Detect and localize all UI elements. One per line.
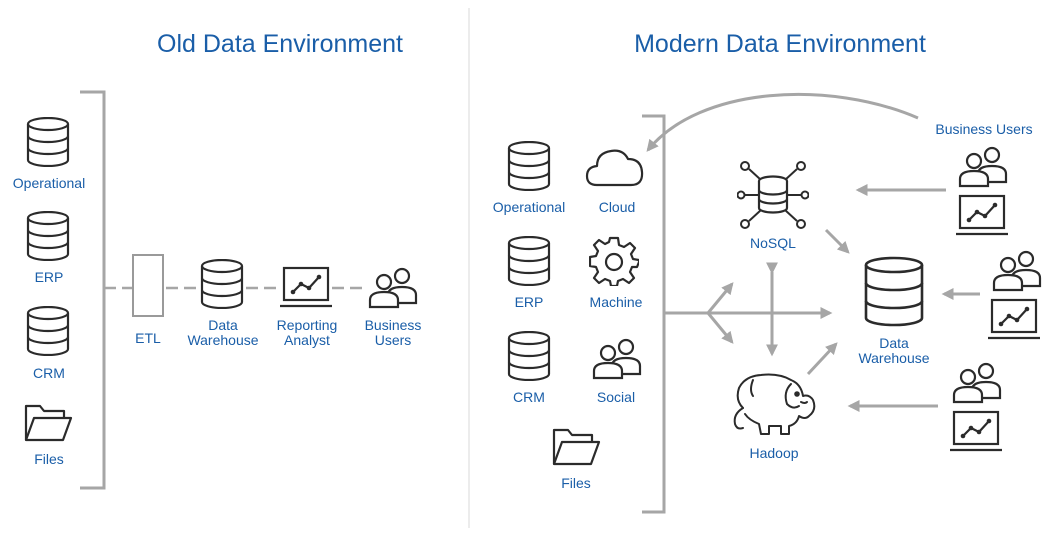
- modern-source-label: Files: [561, 475, 591, 491]
- report-monitor-icon: [950, 410, 1002, 452]
- business-users-label: Business Users: [348, 318, 438, 348]
- database-icon: [507, 236, 551, 286]
- old-source-label: Files: [34, 451, 64, 467]
- report-monitor-icon: [280, 266, 332, 308]
- etl-label: ETL: [135, 330, 161, 346]
- database-icon: [200, 259, 244, 309]
- users-icon: [592, 338, 642, 380]
- database-icon: [26, 306, 70, 356]
- database-icon: [507, 141, 551, 191]
- etl-box-icon: [132, 254, 164, 317]
- spray-arrow-down: [706, 312, 734, 344]
- old-env-title: Old Data Environment: [157, 30, 403, 58]
- old-source-label: CRM: [33, 365, 65, 381]
- old-source-label: ERP: [34, 269, 64, 285]
- database-icon: [864, 256, 924, 327]
- database-icon: [507, 331, 551, 381]
- modern-source-label: Operational: [492, 199, 566, 215]
- hadoop-to-warehouse-arrow: [806, 342, 838, 376]
- nosql-network-icon: [737, 161, 809, 229]
- hadoop-label: Hadoop: [749, 445, 799, 461]
- reporting-label-line1: Reporting: [276, 317, 338, 333]
- gear-icon: [589, 236, 639, 286]
- users-icon: [992, 250, 1042, 292]
- report-monitor-icon: [988, 298, 1040, 340]
- modern-source-label: ERP: [514, 294, 544, 310]
- modern-warehouse-label-line1: Data: [879, 335, 909, 351]
- users-icon: [952, 362, 1002, 404]
- modern-business-users-label: Business Users: [935, 121, 1033, 137]
- modern-warehouse-label-line2: Warehouse: [858, 350, 930, 366]
- old-sources-bracket: [80, 90, 106, 490]
- warehouse-label-line2: Warehouse: [187, 332, 259, 348]
- reporting-label-line2: Analyst: [284, 332, 330, 348]
- database-icon: [26, 117, 70, 167]
- modern-warehouse-label: Data Warehouse: [846, 336, 942, 366]
- report-monitor-icon: [956, 194, 1008, 236]
- cloud-icon: [585, 149, 644, 187]
- nosql-label: NoSQL: [750, 235, 796, 251]
- feedback-curve-arrow: [646, 92, 919, 152]
- folder-icon: [552, 428, 601, 466]
- warehouse-label: Data Warehouse: [178, 318, 268, 348]
- modern-env-title: Modern Data Environment: [634, 30, 926, 58]
- modern-source-label: CRM: [513, 389, 545, 405]
- users-icon: [368, 267, 418, 309]
- nosql-to-warehouse-arrow: [824, 228, 850, 254]
- modern-source-label: Cloud: [598, 199, 636, 215]
- old-source-label: Operational: [12, 175, 86, 191]
- warehouse-label-line1: Data: [208, 317, 238, 333]
- hadoop-elephant-icon: [733, 373, 816, 435]
- users-icon: [958, 146, 1008, 188]
- business-users-label-line1: Business: [364, 317, 422, 333]
- database-icon: [26, 211, 70, 261]
- reporting-label: Reporting Analyst: [262, 318, 352, 348]
- modern-source-label: Social: [596, 389, 636, 405]
- modern-sources-bracket: [642, 114, 666, 514]
- modern-source-label: Machine: [589, 294, 643, 310]
- folder-icon: [24, 404, 73, 442]
- business-users-label-line2: Users: [374, 332, 412, 348]
- spray-arrow-up: [706, 282, 734, 314]
